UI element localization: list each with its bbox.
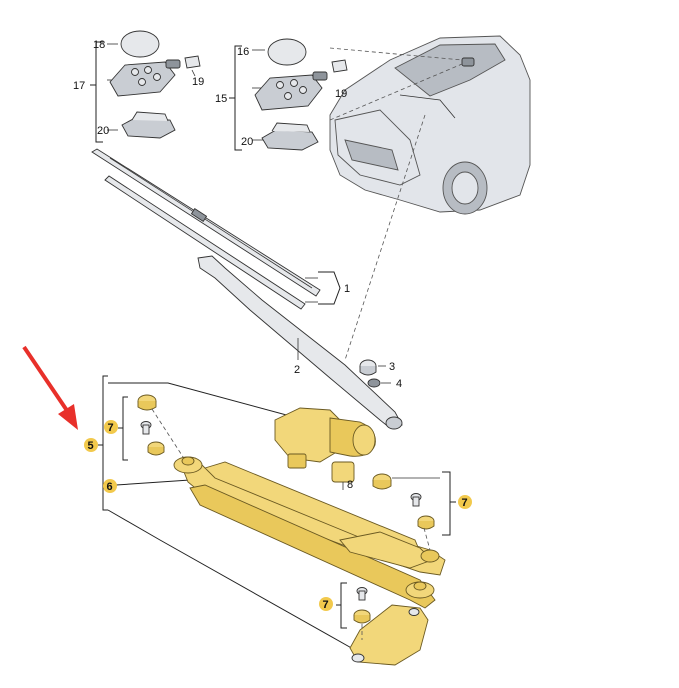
wiper-motor bbox=[274, 407, 376, 469]
callout-19b: 19 bbox=[335, 88, 347, 100]
callout-15: 15 bbox=[215, 93, 227, 105]
nut-4 bbox=[367, 378, 381, 388]
wiper-blade-lower bbox=[104, 175, 306, 310]
group-15 bbox=[229, 38, 348, 151]
linkage-tube-lower bbox=[189, 484, 436, 609]
callout-3: 3 bbox=[389, 361, 395, 373]
callout-18: 18 bbox=[93, 39, 105, 51]
leader-dash bbox=[344, 114, 426, 361]
bracket-20 bbox=[121, 117, 176, 139]
bracket-20b bbox=[261, 129, 319, 151]
callout-2: 2 bbox=[294, 364, 300, 376]
callout-6: 6 bbox=[107, 481, 113, 493]
callout-7a: 7 bbox=[108, 422, 114, 434]
callout-7a-badge bbox=[104, 420, 118, 434]
wiper-arm-2 bbox=[197, 255, 403, 430]
callout-7c: 7 bbox=[323, 599, 329, 611]
fasteners-7-bottom bbox=[336, 582, 371, 640]
callout-5-badge bbox=[84, 438, 98, 452]
callout-20a: 20 bbox=[97, 125, 109, 137]
clip-19b bbox=[331, 59, 348, 73]
callout-17: 17 bbox=[73, 80, 85, 92]
caps-3-4 bbox=[359, 359, 391, 388]
group-17 bbox=[90, 30, 201, 143]
connector-8 bbox=[331, 461, 355, 490]
car-illustration bbox=[329, 35, 531, 215]
mount-plate bbox=[349, 604, 429, 666]
callout-7c-badge bbox=[319, 597, 333, 611]
rain-sensor-location bbox=[461, 57, 475, 67]
callout-8: 8 bbox=[347, 479, 353, 491]
callout-7b-badge bbox=[458, 495, 472, 509]
wiper-linkage-frame bbox=[173, 456, 446, 609]
callout-4: 4 bbox=[396, 378, 402, 390]
leader-dash bbox=[329, 63, 463, 121]
callout-20b: 20 bbox=[241, 136, 253, 148]
fasteners-7-right bbox=[372, 471, 456, 551]
callout-5: 5 bbox=[88, 440, 94, 452]
leader-dash bbox=[329, 47, 463, 61]
wiper-blades-1 bbox=[91, 148, 341, 310]
gel-pad-16 bbox=[267, 38, 307, 66]
callout-6-badge bbox=[103, 479, 117, 493]
assembly-bracket-5 bbox=[98, 375, 356, 651]
gel-pad-18 bbox=[120, 30, 160, 58]
mounting-bracket bbox=[349, 604, 429, 666]
red-arrow-icon bbox=[22, 345, 78, 430]
callout-19a: 19 bbox=[192, 76, 204, 88]
callout-1: 1 bbox=[344, 283, 350, 295]
fasteners-7-left bbox=[118, 394, 186, 461]
clip-19 bbox=[184, 55, 201, 69]
wiper-blade-upper bbox=[91, 148, 321, 297]
callout-16: 16 bbox=[237, 46, 249, 58]
callout-7b: 7 bbox=[462, 497, 468, 509]
